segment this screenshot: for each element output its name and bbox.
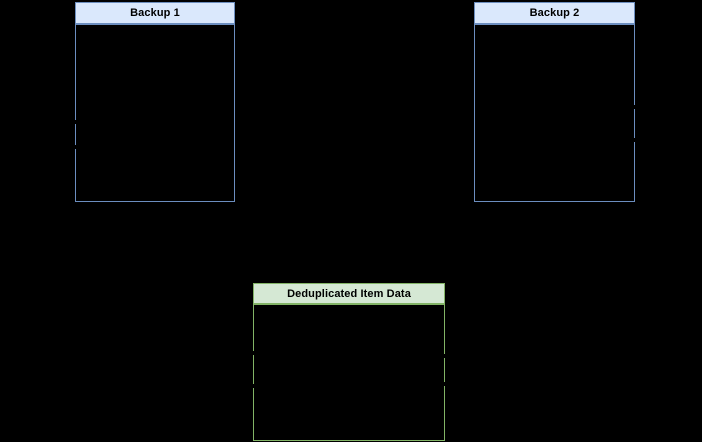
node-backup-1-anchor-gap-upper — [74, 120, 77, 124]
node-deduplicated-left-anchor-gap-lower — [252, 384, 255, 388]
node-backup-2-anchor-gap-upper — [633, 105, 636, 109]
node-deduplicated-right-anchor-gap-upper — [443, 354, 446, 358]
node-backup-1[interactable]: Backup 1 — [75, 2, 235, 202]
node-backup-2-title: Backup 2 — [529, 7, 580, 19]
node-deduplicated-right-anchor-gap-lower — [443, 382, 446, 386]
node-backup-2-header: Backup 2 — [474, 2, 635, 24]
node-deduplicated-item-data-body — [253, 304, 445, 441]
node-deduplicated-item-data-header: Deduplicated Item Data — [253, 283, 445, 304]
node-backup-1-body — [75, 24, 235, 202]
node-backup-1-title: Backup 1 — [130, 7, 180, 19]
node-deduplicated-item-data-title: Deduplicated Item Data — [287, 287, 411, 300]
node-backup-1-header: Backup 1 — [75, 2, 235, 24]
node-backup-1-anchor-gap-lower — [74, 145, 77, 149]
node-deduplicated-item-data[interactable]: Deduplicated Item Data — [253, 283, 445, 441]
node-backup-2-body — [474, 24, 635, 202]
node-deduplicated-left-anchor-gap-upper — [252, 351, 255, 355]
node-backup-2[interactable]: Backup 2 — [474, 2, 635, 202]
node-backup-2-anchor-gap-lower — [633, 138, 636, 142]
